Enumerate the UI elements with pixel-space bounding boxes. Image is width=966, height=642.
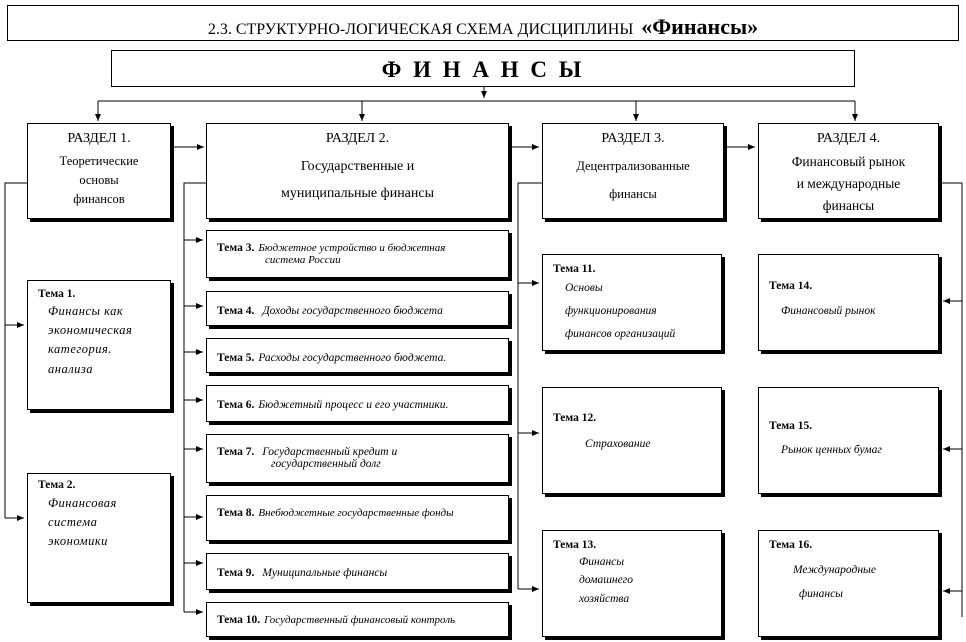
topic-13-label: Тема 13.	[553, 539, 597, 551]
topic-13-text: хозяйства	[579, 593, 630, 605]
topic-3-text: система России	[265, 254, 341, 266]
section-3-line: финансы	[609, 187, 657, 201]
topic-6-text: Бюджетный процесс и его участники.	[258, 399, 449, 411]
topic-2-text: Финансовая	[48, 496, 117, 510]
topic-14-text: Финансовый рынок	[781, 305, 876, 317]
topic-3-text: Бюджетное устройство и бюджетная	[258, 242, 446, 254]
diagram-title-box: 2.3. СТРУКТУРНО-ЛОГИЧЕСКАЯ СХЕМА ДИСЦИПЛ…	[7, 5, 959, 41]
topic-2-label: Тема 2.	[38, 479, 76, 491]
diagram-title: 2.3. СТРУКТУРНО-ЛОГИЧЕСКАЯ СХЕМА ДИСЦИПЛ…	[8, 14, 958, 40]
topic-1-text: Финансы как	[48, 304, 124, 318]
topic-8-node: Тема 8. Внебюджетные государственные фон…	[206, 495, 509, 541]
topic-1-text: анализа	[48, 362, 94, 376]
section-1-line: Теоретические	[59, 154, 139, 168]
section-2-line: муниципальные финансы	[280, 186, 435, 201]
topic-11-text: финансов организаций	[565, 328, 676, 340]
topic-10-text: Государственный финансовый контроль	[264, 614, 456, 626]
section-1-title: РАЗДЕЛ 1.	[67, 131, 131, 146]
root-label: Ф И Н А Н С Ы	[381, 57, 585, 82]
topic-11-label: Тема 11.	[553, 263, 596, 275]
section-2-title: РАЗДЕЛ 2.	[325, 131, 390, 146]
section-4-title: РАЗДЕЛ 4.	[816, 131, 881, 146]
topic-12-text: Страхование	[585, 438, 651, 450]
topic-6-node: Тема 6. Бюджетный процесс и его участник…	[206, 385, 509, 422]
topic-11-node: Тема 11. Основы функционирования финансо…	[542, 254, 722, 351]
topic-4-label: Тема 4.	[217, 305, 255, 317]
topic-16-text: Международные	[793, 564, 876, 576]
topic-9-text: Муниципальные финансы	[262, 567, 388, 579]
topic-10-label: Тема 10.	[217, 614, 261, 626]
diagram-title-prefix: 2.3. СТРУКТУРНО-ЛОГИЧЕСКАЯ СХЕМА ДИСЦИПЛ…	[207, 21, 634, 38]
topic-3-label: Тема 3.	[217, 242, 255, 254]
section-4-line: финансы	[822, 198, 875, 213]
section-4-line: Финансовый рынок	[791, 154, 906, 169]
topic-16-node: Тема 16. Международные финансы	[758, 530, 939, 637]
section-2-bus	[183, 182, 206, 612]
topic-13-text: Финансы	[579, 556, 625, 568]
topic-14-node: Тема 14. Финансовый рынок	[758, 254, 939, 351]
section-4-node: РАЗДЕЛ 4. Финансовый рынок и международн…	[758, 123, 939, 219]
topic-7-text: государственный долг	[271, 458, 381, 470]
topic-6-label: Тема 6.	[217, 399, 255, 411]
section-3-bus	[517, 182, 542, 589]
topic-12-label: Тема 12.	[553, 412, 597, 424]
section-4-line: и международные	[796, 176, 901, 191]
topic-2-node: Тема 2. Финансовая система экономики	[27, 473, 171, 603]
topic-16-label: Тема 16.	[769, 539, 813, 551]
topic-5-node: Тема 5. Расходы государственного бюджета…	[206, 338, 509, 373]
topic-2-text: система	[48, 515, 98, 529]
section-2-node: РАЗДЕЛ 2. Государственные и муниципальны…	[206, 123, 509, 219]
root-node: Ф И Н А Н С Ы	[111, 50, 855, 87]
topic-7-label: Тема 7.	[217, 446, 255, 458]
topic-8-text: Внебюджетные государственные фонды	[258, 507, 454, 519]
topic-14-label: Тема 14.	[769, 280, 813, 292]
topic-13-node: Тема 13. Финансы домашнего хозяйства	[542, 530, 722, 637]
topic-1-text: категория.	[48, 342, 112, 356]
topic-15-text: Рынок ценных бумаг	[781, 444, 882, 456]
topic-13-text: домашнего	[579, 574, 633, 586]
topic-11-text: функционирования	[565, 305, 657, 317]
topic-5-label: Тема 5.	[217, 352, 255, 364]
topic-4-node: Тема 4. Доходы государственного бюджета	[206, 291, 509, 326]
topic-9-label: Тема 9.	[217, 567, 255, 579]
section-1-line: основы	[79, 173, 119, 187]
topic-8-label: Тема 8.	[217, 507, 255, 519]
topic-3-node: Тема 3. Бюджетное устройство и бюджетная…	[206, 230, 509, 278]
section-3-node: РАЗДЕЛ 3. Децентрализованные финансы	[542, 123, 724, 219]
section-1-bus	[4, 182, 27, 518]
topic-7-text: Государственный кредит и	[262, 446, 398, 458]
section-4-bus	[939, 182, 963, 617]
topic-9-node: Тема 9. Муниципальные финансы	[206, 553, 509, 590]
topic-2-text: экономики	[48, 534, 108, 548]
topic-1-text: экономическая	[48, 323, 133, 337]
topic-10-node: Тема 10. Государственный финансовый конт…	[206, 602, 509, 637]
topic-15-node: Тема 15. Рынок ценных бумаг	[758, 387, 939, 494]
topic-11-text: Основы	[565, 282, 603, 294]
topic-4-text: Доходы государственного бюджета	[262, 305, 443, 317]
section-2-line: Государственные и	[300, 159, 415, 174]
topic-7-node: Тема 7. Государственный кредит и государ…	[206, 434, 509, 483]
diagram-title-emphasis: «Финансы»	[641, 14, 759, 39]
topic-15-label: Тема 15.	[769, 420, 813, 432]
topic-5-text: Расходы государственного бюджета.	[258, 352, 447, 364]
section-3-title: РАЗДЕЛ 3.	[601, 131, 665, 146]
section-3-line: Децентрализованные	[576, 159, 690, 173]
section-1-node: РАЗДЕЛ 1. Теоретические основы финансов	[27, 123, 171, 219]
topic-16-text: финансы	[799, 588, 843, 600]
section-1-line: финансов	[73, 192, 125, 206]
topic-1-node: Тема 1. Финансы как экономическая катего…	[27, 280, 171, 410]
topic-12-node: Тема 12. Страхование	[542, 387, 722, 494]
topic-1-label: Тема 1.	[38, 288, 76, 300]
